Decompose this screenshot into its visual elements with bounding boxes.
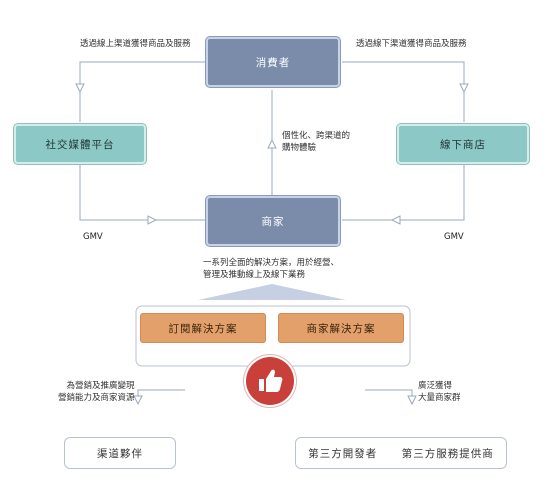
label-gmv-left: GMV — [83, 232, 103, 242]
label-broad-access: 廣泛獲得 大量商家群 — [418, 381, 461, 403]
connector-consumer-offline — [342, 61, 465, 122]
connector-consumer-social — [79, 61, 205, 122]
arrowhead-left-gmv — [390, 215, 401, 225]
arrowhead-down-thirdparty — [407, 395, 417, 406]
node-channel-partner: 渠道夥伴 — [64, 437, 176, 469]
label-marketing: 為營銷及推廣變現 營銷能力及商家資源 — [58, 381, 135, 403]
thumbs-up-icon — [259, 369, 283, 392]
arrowhead-up-merchant — [267, 138, 277, 149]
connector-social-merchant — [79, 164, 205, 221]
label-third-party-developers: 第三方開發者 — [308, 447, 378, 460]
node-merchant-solutions: 商家解決方案 — [278, 313, 404, 343]
label-experience: 個性化、跨渠道的 購物體驗 — [282, 131, 351, 153]
connector-solutions-thirdparty — [365, 389, 413, 402]
arrowhead-down-right — [459, 83, 469, 94]
node-social-media: 社交媒體平台 — [14, 124, 146, 164]
node-third-party: 第三方開發者 第三方服務提供商 — [295, 437, 507, 469]
label-online-channel: 透過線上渠道獲得商品及服務 — [80, 39, 191, 49]
connector-solutions-partner — [137, 389, 185, 402]
solutions-triangle — [198, 284, 346, 300]
arrowhead-down-left — [75, 83, 85, 94]
arrowhead-right-gmv — [147, 215, 158, 225]
node-merchant: 商家 — [206, 196, 340, 246]
connector-offline-merchant — [342, 164, 465, 221]
label-solutions-description: 一系列全面的解決方案，用於經營、 管理及推動線上及線下業務 — [203, 258, 340, 280]
node-subscription-solutions: 訂閱解決方案 — [140, 313, 266, 343]
thumbs-up-badge — [246, 357, 294, 405]
arrowhead-down-partner — [133, 395, 143, 406]
node-offline-store: 線下商店 — [397, 124, 529, 164]
label-offline-channel: 透過線下渠道獲得商品及服務 — [356, 39, 467, 49]
label-third-party-providers: 第三方服務提供商 — [401, 447, 494, 460]
label-gmv-right: GMV — [444, 232, 464, 242]
node-consumer: 消費者 — [206, 37, 340, 87]
